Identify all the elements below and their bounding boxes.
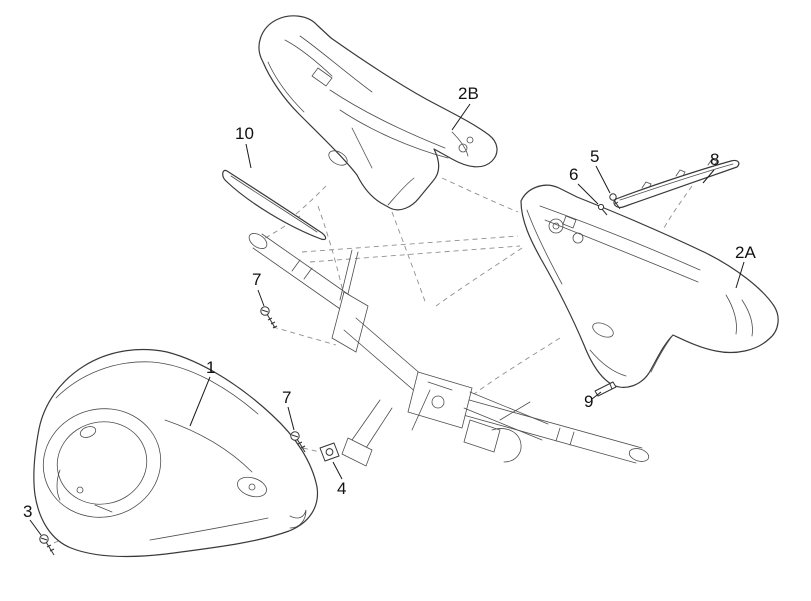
part-label-8: 8	[710, 150, 719, 169]
part-label-7-lower: 7	[282, 388, 291, 407]
part-2b-surface-details	[267, 35, 474, 206]
handlebar-center-bracket	[331, 249, 549, 467]
part-8-trim-strip	[613, 158, 740, 208]
part-label-10: 10	[235, 124, 254, 143]
part-2b-rear-handlebar-cover	[258, 15, 498, 211]
part-1-surface-details	[42, 361, 307, 541]
part-1-lower-handlebar-cover	[33, 348, 319, 558]
screw-3	[39, 534, 55, 556]
handlebar-assembly	[248, 233, 650, 467]
part-number-labels: 2B 10 5 6 8 2A 7 1 7 9 4 3	[23, 84, 756, 521]
part-2a-surface-details	[526, 205, 753, 377]
part-label-4: 4	[337, 479, 346, 498]
part-label-1: 1	[206, 358, 215, 377]
part-label-2a: 2A	[735, 243, 756, 262]
part-label-6: 6	[569, 165, 578, 184]
label-leader-lines	[29, 103, 745, 536]
part-label-9: 9	[584, 392, 593, 411]
screw-7-upper	[260, 306, 278, 329]
part-label-5: 5	[590, 147, 599, 166]
screw-7-lower	[290, 431, 306, 453]
part-10-trim-strip	[222, 169, 327, 241]
part-label-3: 3	[23, 502, 32, 521]
screw-5	[609, 193, 621, 210]
clip-4	[319, 442, 340, 462]
part-label-2b: 2B	[458, 84, 479, 103]
part-2a-front-handlebar-cover	[520, 184, 779, 388]
pin-6	[597, 203, 608, 216]
part-label-7-upper: 7	[252, 270, 261, 289]
